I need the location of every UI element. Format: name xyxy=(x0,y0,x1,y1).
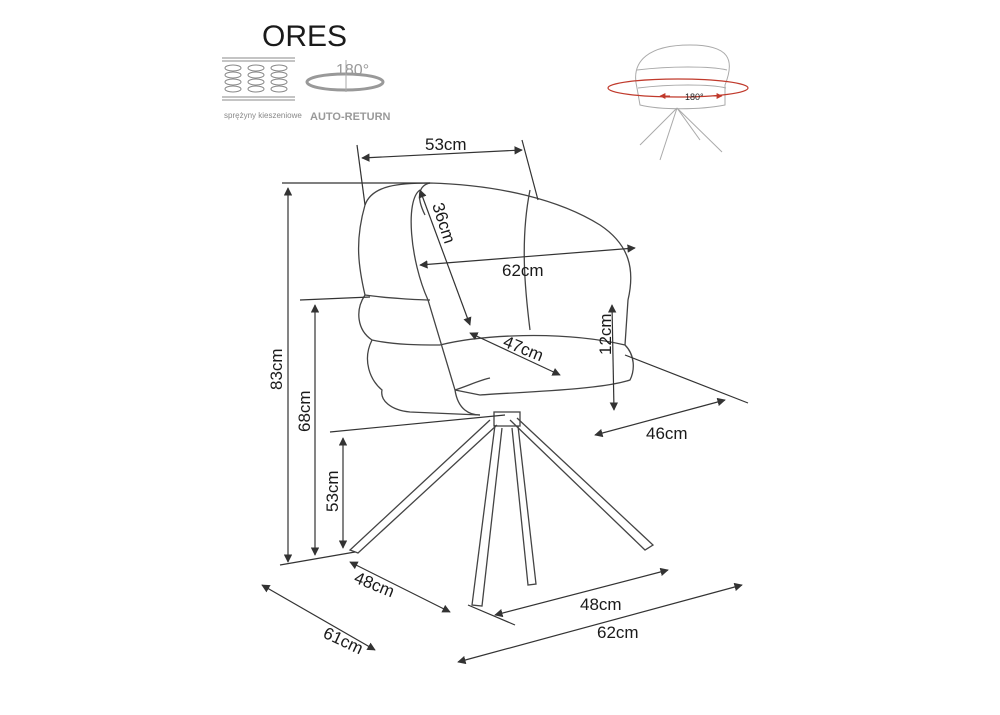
dim-overall-width-bottom: 62cm xyxy=(597,623,639,642)
rotation-ellipse xyxy=(607,78,749,98)
chair-illustration xyxy=(348,182,655,607)
dim-overall-width: 62cm xyxy=(502,261,544,280)
dim-seat-height: 53cm xyxy=(323,470,342,512)
dim-base-width: 48cm xyxy=(580,595,622,614)
dim-armrest-floor-height: 68cm xyxy=(295,390,314,432)
product-title: ORES xyxy=(262,20,347,53)
dimension-lines xyxy=(261,139,749,665)
dim-total-height: 83cm xyxy=(267,348,286,390)
pocket-springs-icon xyxy=(222,57,295,101)
rotation-preview-chair xyxy=(635,44,730,161)
dim-seat-width: 47cm xyxy=(501,332,547,365)
dim-armrest-height: 12cm xyxy=(596,313,615,355)
dim-backrest-width: 53cm xyxy=(425,135,467,154)
rotation-preview-label: 180° xyxy=(685,92,704,102)
dim-overall-depth: 61cm xyxy=(320,623,366,658)
rotation-arrow-icon xyxy=(305,60,385,92)
rotation-degrees: 180° xyxy=(336,62,369,79)
dim-seat-depth: 46cm xyxy=(646,424,688,443)
springs-label: sprężyny kieszeniowe xyxy=(224,111,302,120)
dim-base-depth: 48cm xyxy=(352,568,398,601)
auto-return-label: AUTO-RETURN xyxy=(310,111,391,123)
